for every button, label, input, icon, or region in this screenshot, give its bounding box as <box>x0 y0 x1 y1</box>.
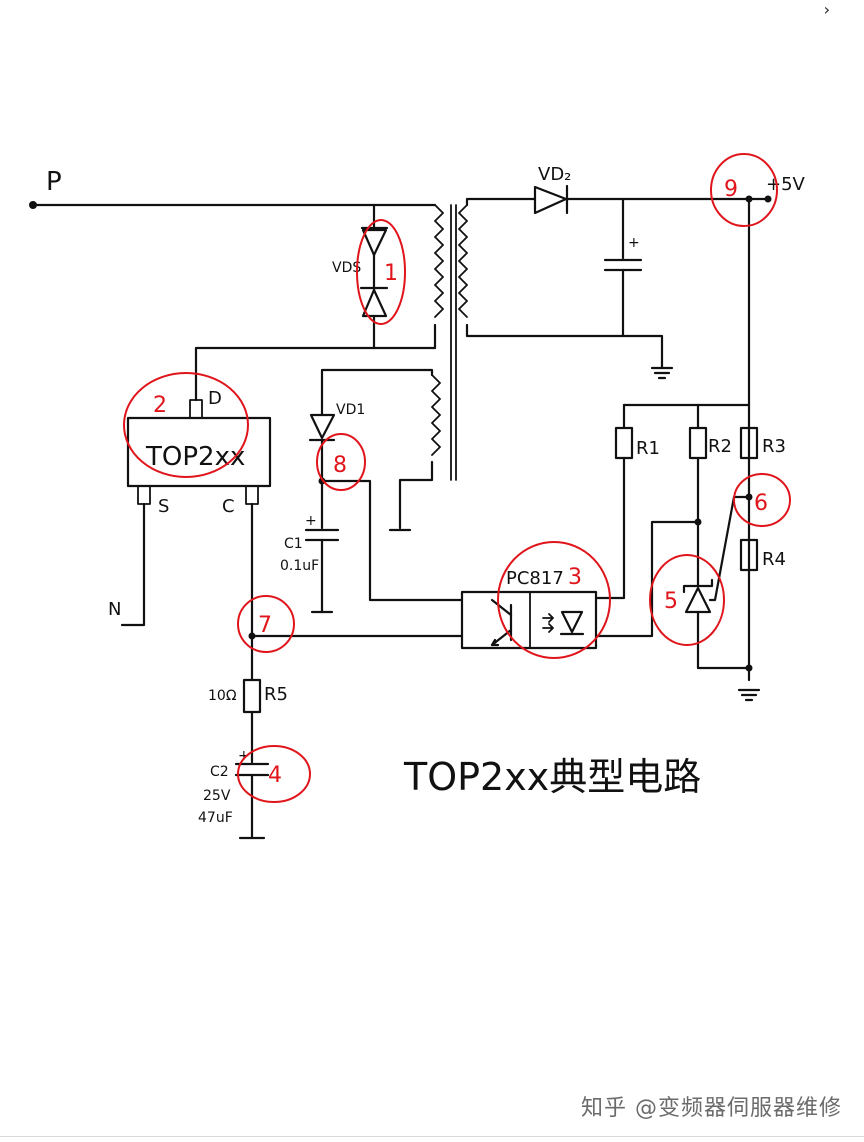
svg-text:7: 7 <box>258 613 272 638</box>
r2-to-led-wire <box>594 520 700 638</box>
optocoupler-pc817 <box>460 590 598 650</box>
ground-symbol-feedback <box>737 688 761 702</box>
clamp-diodes-vds <box>359 203 389 350</box>
svg-text:+: + <box>628 235 640 251</box>
resistor-r4 <box>739 538 759 572</box>
resistor-r1 <box>594 403 634 600</box>
capacitor-c1: + <box>304 513 340 614</box>
label-vd2: VD₂ <box>538 164 571 185</box>
corner-mark: › <box>823 0 830 19</box>
source-wire <box>120 502 146 627</box>
drain-wire <box>194 346 437 402</box>
watermark: 知乎 @变频器伺服器维修 <box>581 1096 842 1121</box>
svg-text:+: + <box>305 513 317 529</box>
secondary-top-wire <box>465 197 537 207</box>
svg-text:2: 2 <box>153 393 167 418</box>
label-c1: C1 <box>284 536 303 552</box>
label-pc817: PC817 <box>506 568 564 589</box>
diode-vd2 <box>533 184 569 215</box>
marker-3: 3 <box>497 541 611 659</box>
resistor-r5 <box>242 678 262 764</box>
marker-8: 8 <box>316 433 366 491</box>
chip-label: TOP2xx <box>145 442 245 472</box>
marker-9: 9 <box>710 153 778 227</box>
resistor-r3 <box>739 426 759 460</box>
shunt-regulator <box>682 495 751 670</box>
marker-5: 5 <box>649 554 725 646</box>
marker-7: 7 <box>237 595 295 653</box>
resistor-r2 <box>688 403 708 524</box>
ground-symbol-secondary <box>650 366 674 380</box>
label-c2-voltage: 25V <box>203 788 231 804</box>
svg-text:3: 3 <box>568 565 582 590</box>
label-r4: R4 <box>762 549 786 570</box>
label-r1: R1 <box>636 438 660 459</box>
pin-c-label: C <box>222 496 235 517</box>
label-r5: R5 <box>264 684 288 705</box>
aux-top-wire <box>320 368 434 417</box>
svg-text:9: 9 <box>724 177 738 202</box>
marker-6: 6 <box>733 473 791 527</box>
top2xx-chip <box>126 399 272 505</box>
p-line <box>29 201 437 209</box>
aux-bottom-wire <box>398 460 434 530</box>
label-n: N <box>108 599 121 620</box>
label-vd1: VD1 <box>336 402 365 418</box>
pin-d-label: D <box>208 388 222 409</box>
bottom-divider <box>0 1136 864 1137</box>
label-r5-val: 10Ω <box>208 688 237 704</box>
label-c2-value: 47uF <box>198 810 233 826</box>
marker-1: 1 <box>356 219 406 325</box>
svg-text:8: 8 <box>333 453 347 478</box>
svg-text:5: 5 <box>664 589 678 614</box>
diagram-title: TOP2xx典型电路 <box>403 755 701 799</box>
label-p: P <box>46 167 62 197</box>
aux-to-optocoupler <box>320 479 464 602</box>
transformer <box>431 204 468 481</box>
marker-2: 2 <box>123 372 249 478</box>
label-plus5v: +5V <box>766 174 806 195</box>
label-c2: C2 <box>210 764 229 780</box>
svg-text:6: 6 <box>754 491 768 516</box>
label-vds: VDS <box>332 260 361 276</box>
svg-text:+: + <box>238 748 250 764</box>
label-r2: R2 <box>708 436 732 457</box>
output-capacitor: + <box>603 197 643 338</box>
secondary-bottom-wire <box>465 323 664 370</box>
svg-text:1: 1 <box>384 261 398 286</box>
label-c1-value: 0.1uF <box>280 558 319 574</box>
svg-text:4: 4 <box>268 763 282 788</box>
label-r3: R3 <box>762 436 786 457</box>
marker-4: 4 <box>237 745 311 803</box>
capacitor-c2: + <box>234 748 270 840</box>
pin-s-label: S <box>158 496 169 517</box>
